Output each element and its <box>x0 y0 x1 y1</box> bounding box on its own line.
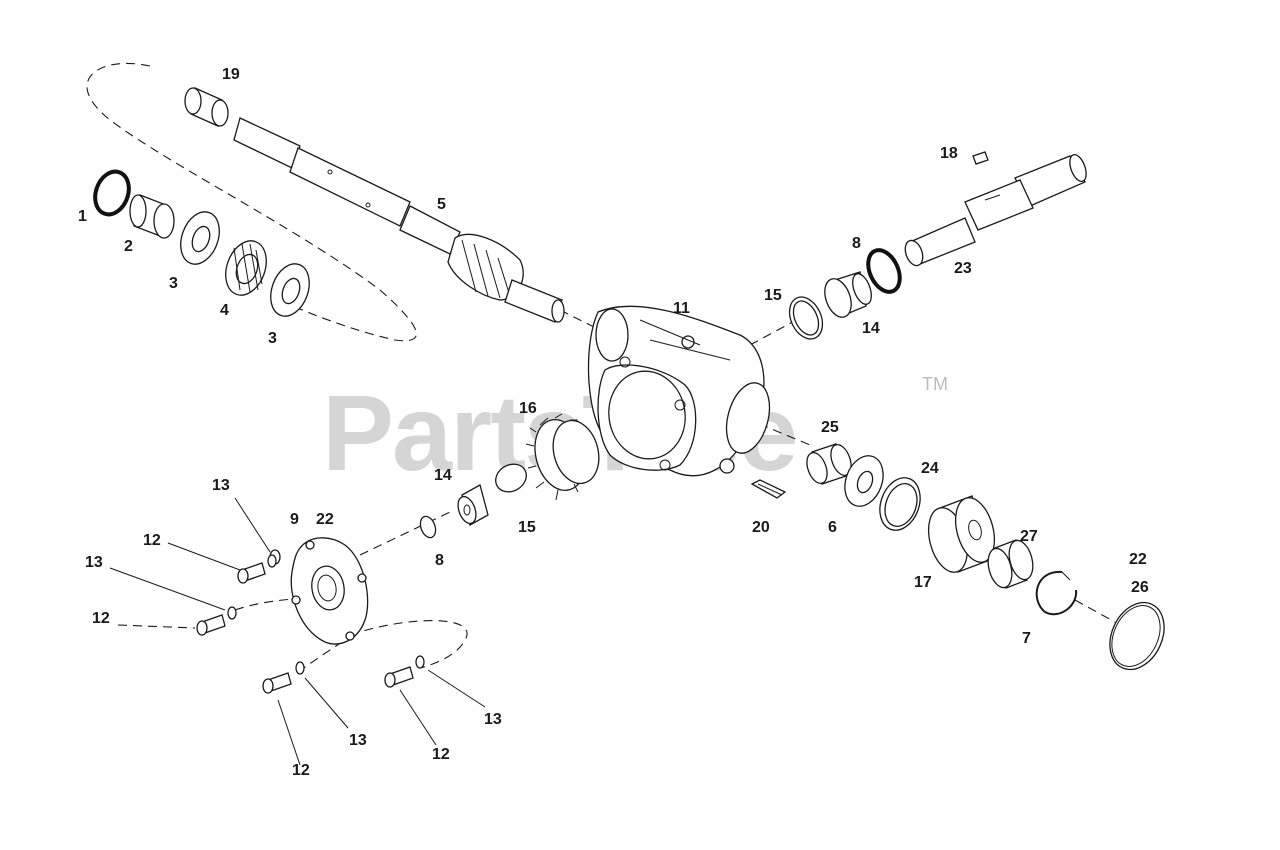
part-13-washer-d[interactable] <box>415 655 425 669</box>
callout-15-right: 15 <box>764 287 782 304</box>
part-14-flange-bushing-left[interactable] <box>455 484 489 526</box>
axis-bolt-12d <box>349 620 468 669</box>
callout-20: 20 <box>752 519 770 536</box>
part-17-bearing[interactable] <box>922 493 1001 576</box>
part-13-washer-c[interactable] <box>295 661 305 675</box>
part-16-gear[interactable] <box>525 413 606 501</box>
callout-5: 5 <box>437 196 446 213</box>
callout-12-d: 12 <box>432 746 450 763</box>
part-15-washer-right[interactable] <box>783 292 829 345</box>
leader-dash-12b <box>117 624 196 629</box>
callout-12-a: 12 <box>143 532 161 549</box>
part-20-key[interactable] <box>750 479 787 499</box>
part-13-washer-a[interactable] <box>267 554 277 568</box>
watermark-trademark: TM <box>922 374 948 394</box>
group-outline-left <box>86 62 417 342</box>
leader-13b <box>109 567 226 611</box>
callout-22-plug: 22 <box>1129 551 1147 568</box>
part-18-key[interactable] <box>972 151 989 165</box>
callout-7: 7 <box>1022 630 1031 647</box>
part-22-cover-plate[interactable] <box>290 537 369 645</box>
callout-14-right: 14 <box>862 320 880 337</box>
callout-18: 18 <box>940 145 958 162</box>
leader-13a <box>234 497 271 553</box>
axis-bolt-12c <box>297 639 346 673</box>
part-12-bolt-b[interactable] <box>196 614 226 636</box>
part-15-washer-left[interactable] <box>491 459 532 498</box>
part-4-thrust-bearing[interactable] <box>219 235 274 301</box>
callout-12-b: 12 <box>92 610 110 627</box>
callout-8-right: 8 <box>852 235 861 252</box>
callout-26: 26 <box>1131 579 1149 596</box>
callout-16: 16 <box>519 400 537 417</box>
part-12-bolt-d[interactable] <box>384 666 414 688</box>
part-19-bushing[interactable] <box>184 87 229 127</box>
part-27-bushing[interactable] <box>984 538 1037 590</box>
part-5-worm-shaft[interactable] <box>233 117 565 323</box>
part-12-bolt-a[interactable] <box>237 562 266 584</box>
callout-11: 11 <box>673 300 690 317</box>
part-24-washer[interactable] <box>873 472 927 536</box>
part-23-output-shaft[interactable] <box>902 152 1089 268</box>
axis-ring-to-plug <box>1074 599 1116 623</box>
callout-2: 2 <box>124 238 133 255</box>
callout-24: 24 <box>921 460 939 477</box>
part-3-washer-upper[interactable] <box>174 206 226 269</box>
callout-3-upper: 3 <box>169 275 178 292</box>
callout-9: 9 <box>290 511 299 528</box>
leader-13c <box>304 677 349 729</box>
callout-17: 17 <box>914 574 932 591</box>
leader-12a <box>167 542 241 571</box>
part-6-washer[interactable] <box>838 450 890 511</box>
part-8-retaining-ring-right[interactable] <box>862 245 906 297</box>
part-12-bolt-c[interactable] <box>262 672 292 694</box>
callout-19: 19 <box>222 66 240 83</box>
part-3-washer-lower[interactable] <box>264 258 316 321</box>
callout-13-d: 13 <box>484 711 502 728</box>
part-25-bushing[interactable] <box>803 442 855 486</box>
callout-13-c: 13 <box>349 732 367 749</box>
callout-15-left: 15 <box>518 519 536 536</box>
leader-12d <box>399 689 437 746</box>
callout-22-cover: 22 <box>316 511 334 528</box>
callout-6: 6 <box>828 519 837 536</box>
callout-23: 23 <box>954 260 972 277</box>
callout-12-c: 12 <box>292 762 310 779</box>
part-2-bushing[interactable] <box>129 194 175 239</box>
callout-1: 1 <box>78 208 87 225</box>
part-8-retaining-ring-left[interactable] <box>418 514 439 539</box>
callout-13-a: 13 <box>212 477 230 494</box>
part-11-gearbox-housing[interactable] <box>587 305 776 477</box>
axis-bolt-12b <box>234 597 301 611</box>
callout-3-lower: 3 <box>268 330 277 347</box>
callout-4: 4 <box>220 302 229 319</box>
callout-25: 25 <box>821 419 839 436</box>
callout-13-b: 13 <box>85 554 103 571</box>
part-14-flange-bushing-right[interactable] <box>820 271 875 321</box>
part-1-retaining-ring[interactable] <box>89 167 134 219</box>
callout-14-left: 14 <box>434 467 452 484</box>
axis-cover-to-bushing <box>359 511 451 556</box>
leader-12c <box>277 699 301 766</box>
part-7-retaining-ring[interactable] <box>1035 570 1078 616</box>
callout-8-left: 8 <box>435 552 444 569</box>
callout-27: 27 <box>1020 528 1038 545</box>
leader-13d <box>427 669 486 708</box>
part-13-washer-b[interactable] <box>227 606 237 620</box>
part-26-plug[interactable] <box>1100 594 1175 679</box>
